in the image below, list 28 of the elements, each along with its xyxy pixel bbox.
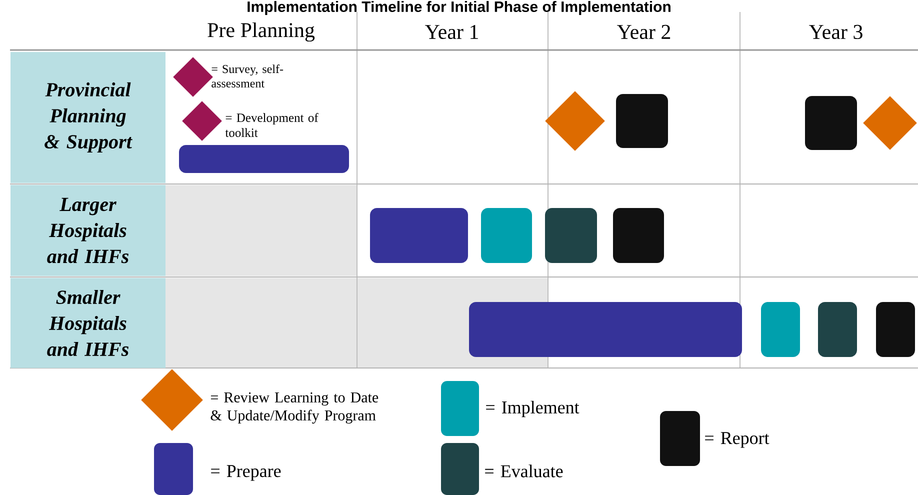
- task-block: [613, 208, 664, 263]
- task-block: [481, 208, 532, 263]
- title: Implementation Timeline for Initial Phase of Implementation: [248, 1, 670, 15]
- column-header: Pre Planning: [208, 22, 315, 42]
- milestone-diamond: [545, 91, 605, 151]
- task-block: [805, 96, 857, 150]
- column-header: Year 3: [809, 24, 862, 40]
- task-block: [818, 302, 857, 357]
- task-bar: [370, 208, 468, 263]
- row-header: Larger Hospitals and IHFs: [10, 185, 166, 276]
- task-block: [761, 302, 800, 357]
- legend-label: = Survey, self-assessment: [212, 64, 284, 88]
- legend-label: = Prepare: [211, 465, 281, 481]
- legend-label: = Report: [705, 432, 770, 448]
- legend-label: = Development of toolkit: [225, 113, 318, 137]
- task-block: [616, 94, 668, 148]
- legend-label: = Implement: [486, 400, 580, 418]
- task-block: [545, 208, 597, 263]
- column-header: Year 1: [425, 24, 478, 40]
- task-bar: [469, 302, 742, 357]
- row-header: Provincial Planning & Support: [10, 52, 166, 183]
- task-block: [876, 302, 915, 357]
- legend-label: = Review Learning to Date & Update/Modify Program: [210, 392, 378, 424]
- legend-label: = Evaluate: [485, 464, 563, 478]
- row-header: Smaller Hospitals and IHFs: [10, 278, 166, 368]
- task-bar: [179, 145, 349, 173]
- column-header: Year 2: [617, 24, 670, 40]
- milestone-diamond: [863, 96, 917, 150]
